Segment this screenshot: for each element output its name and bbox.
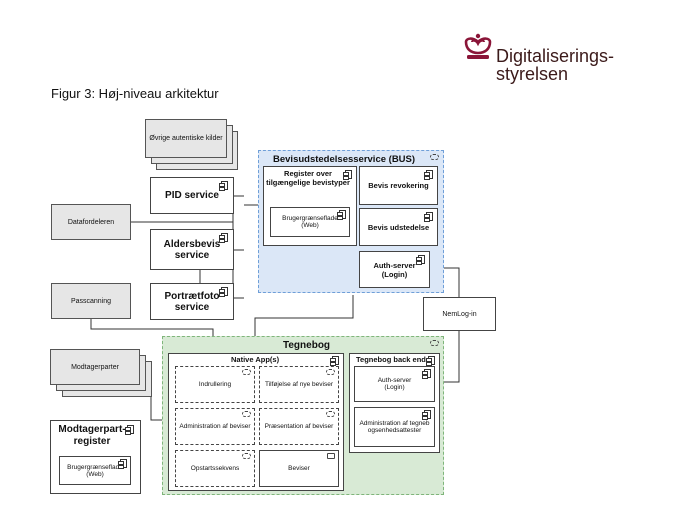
component-icon (118, 459, 127, 469)
revokering-label: Bevis revokering (368, 181, 429, 190)
tilfojelse-beviser: Tilføjelse af nye beviser (259, 366, 339, 403)
modtagerpart-register: Modtagerpart-register Brugergrænseflade … (50, 420, 141, 494)
module-icon (242, 453, 251, 459)
module-icon (242, 411, 251, 417)
crown-icon (464, 33, 492, 59)
udstedelse-label: Bevis udstedelse (367, 222, 430, 232)
modtagerpart-register-title: Modtagerpart-register (58, 424, 126, 447)
portraetfoto-label: Portrætfoto service (164, 290, 220, 313)
container-icon (430, 340, 439, 346)
indrullering: Indrullering (175, 366, 255, 403)
backend-auth-label: Auth-server (Login) (377, 377, 412, 391)
component-icon (219, 181, 228, 191)
pid-service: PID service (150, 177, 234, 214)
datafordeleren: Datafordeleren (51, 204, 131, 240)
administration-enhedsattester: Administration af tegnebogsenhedsatteste… (354, 407, 435, 447)
nemlog-label: NemLog-in (442, 310, 477, 318)
opstartssekvens: Opstartssekvens (175, 450, 255, 487)
modtagerpart-web-label: Brugergrænseflade (Web) (67, 463, 123, 478)
tegnebog-title: Tegnebog (283, 340, 331, 351)
module-icon (242, 369, 251, 375)
indrullering-label: Indrullering (198, 381, 232, 388)
register-web-ui: Brugergrænseflade (Web) (270, 207, 350, 237)
native-apps-title: Native App(s) (231, 355, 280, 364)
admin-enhed-label: Administration af tegnebogsenhedsatteste… (359, 420, 430, 434)
component-icon (422, 369, 431, 379)
administration-beviser: Administration af beviser (175, 408, 255, 445)
component-icon (424, 212, 433, 222)
administration-label: Administration af beviser (179, 423, 251, 430)
bus-auth-server: Auth-server (Login) (359, 251, 430, 288)
figure-title: Figur 3: Høj-niveau arkitektur (51, 86, 219, 101)
praesentation-beviser: Præsentation af beviser (259, 408, 339, 445)
storage-icon (327, 453, 335, 459)
module-icon (326, 411, 335, 417)
ovrige-autentiske-kilder: Øvrige autentiske kilder (145, 119, 227, 158)
modtagerparter-label: Modtagerparter (71, 363, 119, 371)
backend-auth-server: Auth-server (Login) (354, 366, 435, 402)
component-icon (337, 210, 346, 220)
register-web-label: Brugergrænseflade (Web) (282, 215, 338, 229)
praesentation-label: Præsentation af beviser (264, 423, 334, 430)
modtagerpart-web-ui: Brugergrænseflade (Web) (59, 456, 131, 485)
component-icon (330, 356, 339, 366)
component-icon (219, 233, 228, 243)
beviser-label: Beviser (288, 465, 310, 472)
datafordeleren-label: Datafordeleren (67, 218, 115, 226)
native-apps: Native App(s) Indrullering Tilføjelse af… (168, 353, 344, 491)
component-icon (219, 287, 228, 297)
bevis-revokering: Bevis revokering (359, 166, 438, 205)
bevis-udstedelse: Bevis udstedelse (359, 208, 438, 246)
passcanning-label: Passcanning (70, 297, 112, 305)
backend-title: Tegnebog back end (356, 355, 426, 364)
register-title: Register over tilgængelige bevistyper (266, 169, 350, 187)
bus-container: Bevisudstedelsesservice (BUS) Register o… (258, 150, 444, 293)
beviser-store: Beviser (259, 450, 339, 487)
aldersbevis-label: Aldersbevis service (163, 238, 221, 261)
logo-text-2: styrelsen (496, 64, 569, 84)
modtagerparter: Modtagerparter (50, 349, 140, 385)
component-icon (426, 356, 435, 366)
container-icon (430, 154, 439, 160)
bus-title: Bevisudstedelsesservice (BUS) (273, 154, 416, 165)
ovrige-label: Øvrige autentiske kilder (149, 135, 223, 142)
component-icon (424, 170, 433, 180)
bus-auth-label: Auth-server (Login) (373, 260, 416, 279)
nemlog-in: NemLog-in (423, 297, 496, 331)
tilfojelse-label: Tilføjelse af nye beviser (264, 381, 334, 388)
component-icon (125, 425, 134, 435)
logo-text-1: Digitaliserings- (496, 46, 615, 66)
tegnebog-container: Tegnebog Native App(s) Indrullering Tilf… (162, 336, 444, 495)
register-bevistyper: Register over tilgængelige bevistyper Br… (263, 166, 357, 246)
aldersbevis-service: Aldersbevis service (150, 229, 234, 270)
tegnebog-backend: Tegnebog back end Auth-server (Login) Ad… (349, 353, 440, 453)
portraetfoto-service: Portrætfoto service (150, 283, 234, 320)
passcanning: Passcanning (51, 283, 131, 319)
component-icon (422, 410, 431, 420)
component-icon (416, 255, 425, 265)
opstart-label: Opstartssekvens (190, 465, 240, 472)
pid-service-label: PID service (165, 190, 219, 201)
module-icon (326, 369, 335, 375)
component-icon (343, 170, 352, 180)
